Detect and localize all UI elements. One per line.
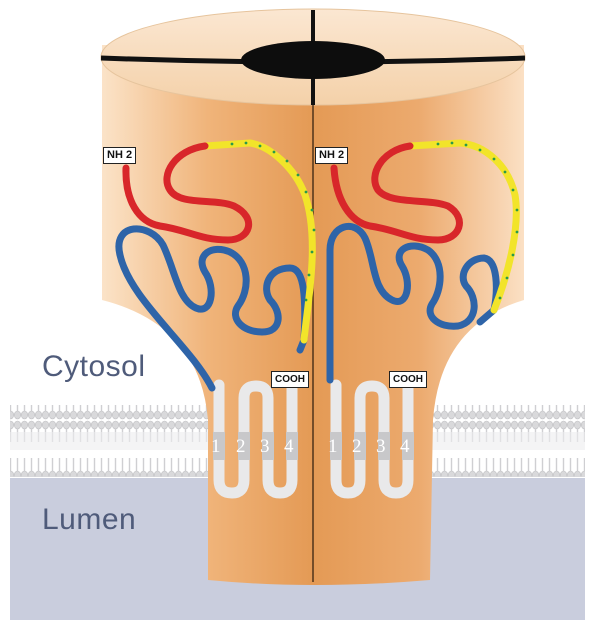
segment-label-right-1: 1 bbox=[328, 436, 338, 458]
cooh-label-left: COOH bbox=[271, 371, 309, 388]
segment-label-right-2: 2 bbox=[352, 436, 362, 458]
segment-label-left-3: 3 bbox=[260, 436, 270, 458]
lumen-label: Lumen bbox=[42, 503, 136, 537]
segment-label-left-4: 4 bbox=[284, 436, 294, 458]
cytosol-label: Cytosol bbox=[42, 350, 146, 384]
segment-label-left-1: 1 bbox=[211, 436, 221, 458]
channel-pore bbox=[241, 41, 385, 79]
nh2-label-left: NH 2 bbox=[103, 147, 136, 164]
nh2-label-right: NH 2 bbox=[315, 147, 348, 164]
segment-label-right-4: 4 bbox=[400, 436, 410, 458]
segment-label-left-2: 2 bbox=[236, 436, 246, 458]
cooh-label-right: COOH bbox=[389, 371, 427, 388]
segment-label-right-3: 3 bbox=[376, 436, 386, 458]
